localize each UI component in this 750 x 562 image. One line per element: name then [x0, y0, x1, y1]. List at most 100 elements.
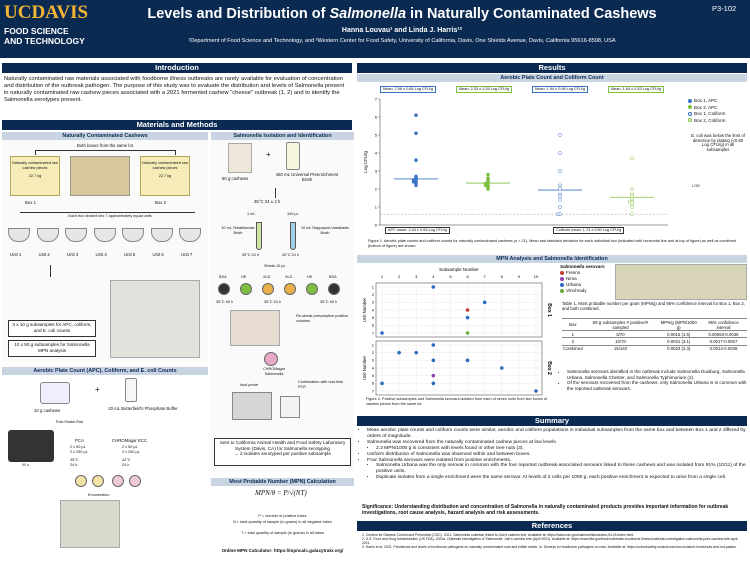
unit-bowl-6 — [150, 228, 173, 242]
mpn-y-axis-label-2: Unit Number — [362, 355, 367, 380]
mpn-x-tick-5: 5 — [449, 274, 452, 279]
list-item: Four Salmonella serovars were isolated f… — [367, 458, 746, 464]
rub-time: 90 s — [22, 463, 30, 467]
serovar-label-nima: Nima — [566, 276, 577, 281]
mpn-table-header-2: 50-g subsamples # positive/# sampled — [583, 317, 658, 331]
mpn-point-2-1 — [431, 343, 436, 347]
table-cell: Combined — [562, 344, 584, 352]
vol-1ml: 1 mL — [247, 212, 256, 216]
mpn-y-tick-1-3: 3 — [372, 300, 375, 305]
plate-temp-left: 35°C 48 h — [216, 300, 233, 304]
apc-legend-item-3: Box 1, Coliform — [688, 111, 748, 118]
mpn-calculator-link[interactable]: Online MPN Calculator: https://mpncalc.g… — [221, 548, 344, 553]
table-cell: 15/140 — [583, 344, 658, 352]
significance-text: Significance: Understanding distribution… — [362, 504, 729, 516]
enumeration-label: Enumeration — [88, 493, 110, 497]
apc-point-2-10 — [486, 187, 490, 191]
unit-label-5: Unit 5 — [124, 252, 136, 257]
results-notes: Salmonella serovars identified in the ou… — [560, 369, 747, 391]
plate-label-xld-4: XLD — [285, 275, 293, 279]
apc-point-3-9 — [558, 205, 562, 209]
bracket-right — [175, 150, 176, 155]
pca-label: PCA — [75, 438, 84, 443]
list-item: Of the serovars recovered from the cashe… — [567, 380, 747, 391]
apc-legend-item-2: Box 2, APC — [688, 105, 748, 112]
logo-line-1: FOOD SCIENCE — [4, 26, 69, 36]
mpn-y-tick-1-1: 1 — [372, 284, 375, 289]
apc-point-3-8 — [558, 197, 562, 202]
apc-chart-heading: Aerobic Plate Count and Coliform Count — [357, 74, 747, 82]
mpn-y-tick-2-4: 4 — [372, 365, 375, 370]
plate-temp-middle: 35°C 24 h — [264, 300, 281, 304]
apc-point-1-2 — [414, 131, 418, 136]
chromagar-label: CHROMagar Salmonella — [263, 367, 285, 376]
pcr-tubes — [280, 396, 300, 418]
pcr-instrument — [232, 392, 272, 420]
buffer-bottle-icon — [125, 378, 137, 402]
arrow-line — [275, 188, 276, 198]
mpn-chart-heading: MPN Analysis and Salmonella Identificati… — [357, 255, 747, 263]
references-heading: References — [357, 521, 747, 531]
logo-line-2: AND TECHNOLOGY — [4, 36, 85, 46]
formula-left: MPN/θ — [255, 489, 276, 497]
apc-point-3-3 — [558, 169, 562, 173]
introduction-heading: Introduction — [2, 63, 352, 73]
broth-bottle-icon — [286, 142, 300, 170]
units-line — [20, 212, 195, 213]
box2-bag-text: Naturally contaminated raw cashew pieces — [141, 161, 188, 170]
table1-caption: Table 1. Most probable number per gram (… — [562, 301, 745, 311]
plate-label-he-2: HE — [241, 275, 247, 279]
apc-y-tick-label-1: 1 — [375, 204, 378, 209]
unit-bowl-1 — [8, 228, 30, 242]
apc-y-tick-label-6: 6 — [375, 114, 378, 119]
boxes-bracket — [35, 150, 175, 151]
mpn-def-n: N = total quantity of sample (in grams) … — [233, 520, 332, 524]
plate-temp-right: 35°C 48 h — [320, 300, 337, 304]
list-item: Salmonella serovars identified in the ou… — [567, 369, 747, 380]
chromagar-plate — [264, 352, 278, 366]
tt-tube — [256, 222, 262, 250]
rv-tube — [290, 222, 296, 250]
group-mean-4: Mean: 1.54 ± 0.53 Log CFU/g — [608, 86, 664, 93]
ucdavis-logo: UCDAVIS FOOD SCIENCE AND TECHNOLOGY — [0, 0, 122, 58]
mpn-x-tick-7: 7 — [484, 274, 487, 279]
references-list: 1. Centers for Disease Control and Preve… — [362, 533, 746, 549]
mpn-x-tick-1: 1 — [381, 274, 384, 279]
apc-point-4-1 — [630, 156, 634, 161]
mpn-point-1-3 — [465, 308, 470, 312]
divided-text: Each box divided into 7 approximately eq… — [40, 214, 180, 219]
plus-icon-2: + — [266, 150, 271, 159]
table-cell: 10/70 — [583, 337, 658, 346]
figure1-caption: Figure 1. Aerobic plate counts and colif… — [368, 239, 736, 248]
mpn-point-2-10 — [534, 389, 538, 393]
poster-id: P3-102 — [712, 4, 737, 13]
mpn-point-2-7 — [431, 373, 436, 378]
legend-label-3: Box 1, Coliform — [694, 111, 726, 116]
mpn-point-2-2 — [397, 350, 401, 355]
apc-cashews-label: 10 g cashews — [34, 408, 61, 413]
notes-list-ul: Salmonella serovars identified in the ou… — [560, 369, 747, 391]
legend-marker-2 — [688, 105, 692, 110]
incubation-label: 35°C 24 ± 2 h — [254, 199, 281, 205]
serovar-marker-vinohrady — [560, 288, 564, 293]
mpn-point-2-4 — [431, 358, 436, 363]
serovar-label-vinohrady: Vinohrady — [566, 288, 587, 293]
formula-right: P/√(NT) — [283, 489, 307, 497]
mpn-x-tick-9: 9 — [518, 274, 521, 279]
apc-point-3-11 — [555, 212, 560, 217]
apc-y-tick-label-4: 4 — [375, 150, 378, 155]
mpn-def-p: P = number of positive tubes — [258, 514, 307, 518]
unit-bowl-3 — [65, 228, 87, 242]
summary-list-ul: Mean aerobic plate counts and coliform c… — [360, 428, 746, 481]
mpn-y-tick-1-7: 7 — [372, 330, 375, 335]
box1-bag: Naturally contaminated raw cashew pieces… — [10, 156, 60, 196]
box1-bag-weight: 22.7 kg — [28, 174, 42, 179]
mpn-table-header-1: Box — [562, 317, 584, 331]
mpn-y-tick-1-2: 2 — [372, 292, 375, 297]
apc-legend-item-4: Box 2, Coliform — [688, 118, 748, 125]
ecc-volumes: 2 x 50 µL 2 x 250 µL — [122, 445, 140, 454]
